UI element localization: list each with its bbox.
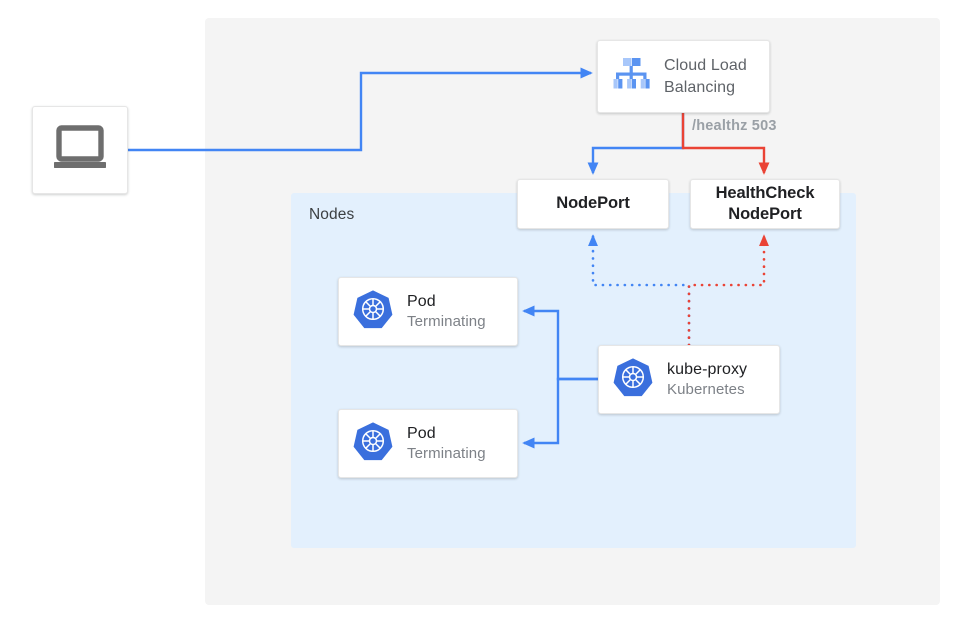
healthcheck-nodeport-node[interactable]: HealthCheck NodePort	[690, 179, 840, 229]
nodeport-node[interactable]: NodePort	[517, 179, 669, 229]
healthz-status-label: /healthz 503	[692, 118, 777, 134]
pod-text-2: Pod Terminating	[407, 424, 486, 464]
cloud-load-balancing-icon	[610, 53, 652, 100]
kubernetes-icon	[353, 289, 393, 334]
client-node[interactable]	[32, 106, 128, 194]
pod-status-2: Terminating	[407, 444, 486, 462]
healthcheck-nodeport-label: HealthCheck NodePort	[716, 183, 815, 226]
kube-proxy-text: kube-proxy Kubernetes	[667, 360, 747, 400]
cloud-load-balancing-label: Cloud Load Balancing	[664, 55, 747, 97]
cloud-load-balancing-label-line1: Cloud Load	[664, 57, 747, 75]
kube-proxy-node[interactable]: kube-proxy Kubernetes	[598, 345, 780, 414]
healthcheck-nodeport-label-line2: NodePort	[728, 205, 802, 223]
kube-proxy-title: kube-proxy	[667, 360, 748, 378]
laptop-icon	[52, 124, 108, 176]
healthcheck-nodeport-label-line1: HealthCheck	[715, 183, 815, 202]
pod-title-1: Pod	[407, 292, 436, 310]
cloud-load-balancing-node[interactable]: Cloud Load Balancing	[597, 40, 770, 113]
kube-proxy-subtitle: Kubernetes	[667, 380, 745, 398]
nodes-panel-label: Nodes	[309, 206, 355, 223]
pod-text-1: Pod Terminating	[407, 292, 486, 332]
pod-node-2[interactable]: Pod Terminating	[338, 409, 518, 478]
cloud-load-balancing-label-line2: Balancing	[664, 78, 736, 96]
kubernetes-icon	[613, 357, 653, 402]
pod-node-1[interactable]: Pod Terminating	[338, 277, 518, 346]
pod-title-2: Pod	[407, 424, 436, 442]
pod-status-1: Terminating	[407, 312, 486, 330]
nodeport-label: NodePort	[556, 194, 630, 213]
kubernetes-icon	[353, 421, 393, 466]
